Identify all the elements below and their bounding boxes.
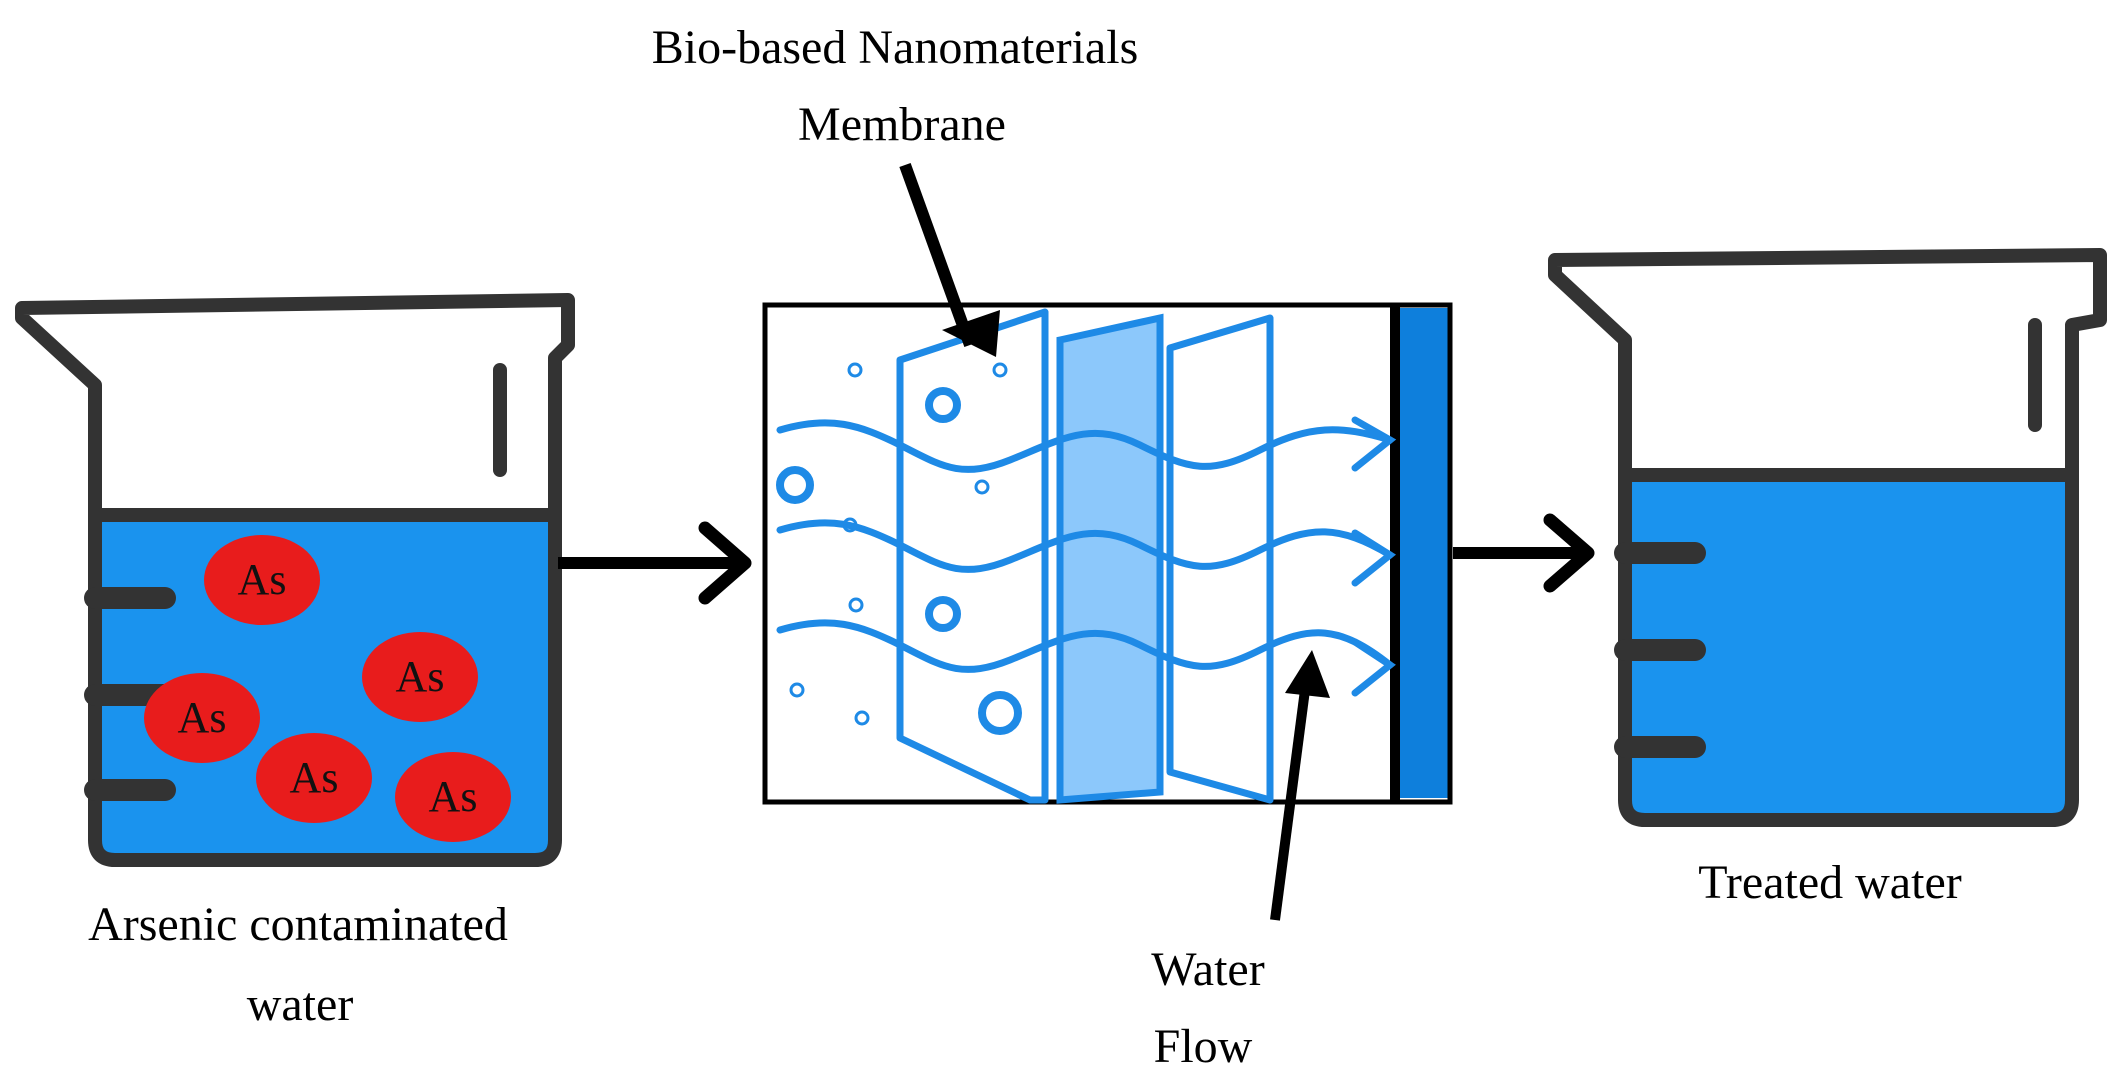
svg-text:As: As — [290, 753, 339, 802]
flow-pointer-arrow — [1270, 650, 1330, 921]
contaminated-label-line1: Arsenic contaminated — [88, 898, 508, 951]
treated-beaker-icon — [1548, 248, 2107, 827]
flow-label-line2: Flow — [1154, 1020, 1253, 1073]
arsenic-particle: As — [144, 673, 260, 763]
filter-membrane-icon — [762, 302, 1453, 805]
svg-text:As: As — [178, 693, 227, 742]
treated-beaker-outline — [1548, 248, 2107, 827]
treated-water-fill — [1625, 475, 2072, 820]
treated-label: Treated water — [1698, 856, 1961, 909]
arrow-right-icon — [1453, 513, 1595, 593]
svg-text:As: As — [396, 652, 445, 701]
membrane-pointer-arrow — [899, 162, 1000, 357]
membrane-layer-filled — [1056, 313, 1164, 804]
svg-text:As: As — [238, 555, 287, 604]
contaminated-label-line2: water — [247, 978, 354, 1031]
membrane-layer-outer — [896, 308, 1049, 804]
arsenic-particle: As — [256, 733, 372, 823]
arrow-right-icon — [558, 521, 752, 605]
flow-label-line1: Water — [1151, 943, 1264, 996]
contaminated-beaker-outline — [15, 293, 575, 867]
membrane-label-line2: Membrane — [798, 98, 1006, 151]
arsenic-particle: As — [362, 632, 478, 722]
svg-text:As: As — [429, 772, 478, 821]
arsenic-particle: As — [395, 752, 511, 842]
membrane-label-line1: Bio-based Nanomaterials — [652, 21, 1139, 74]
membrane-layer-inner — [1166, 314, 1274, 804]
arsenic-particles: As As As As As — [144, 535, 511, 842]
water-flow-lines — [776, 416, 1397, 697]
membrane-outlet-plate — [1395, 308, 1448, 798]
membrane-bubbles — [776, 362, 1022, 735]
arsenic-particle: As — [204, 535, 320, 625]
